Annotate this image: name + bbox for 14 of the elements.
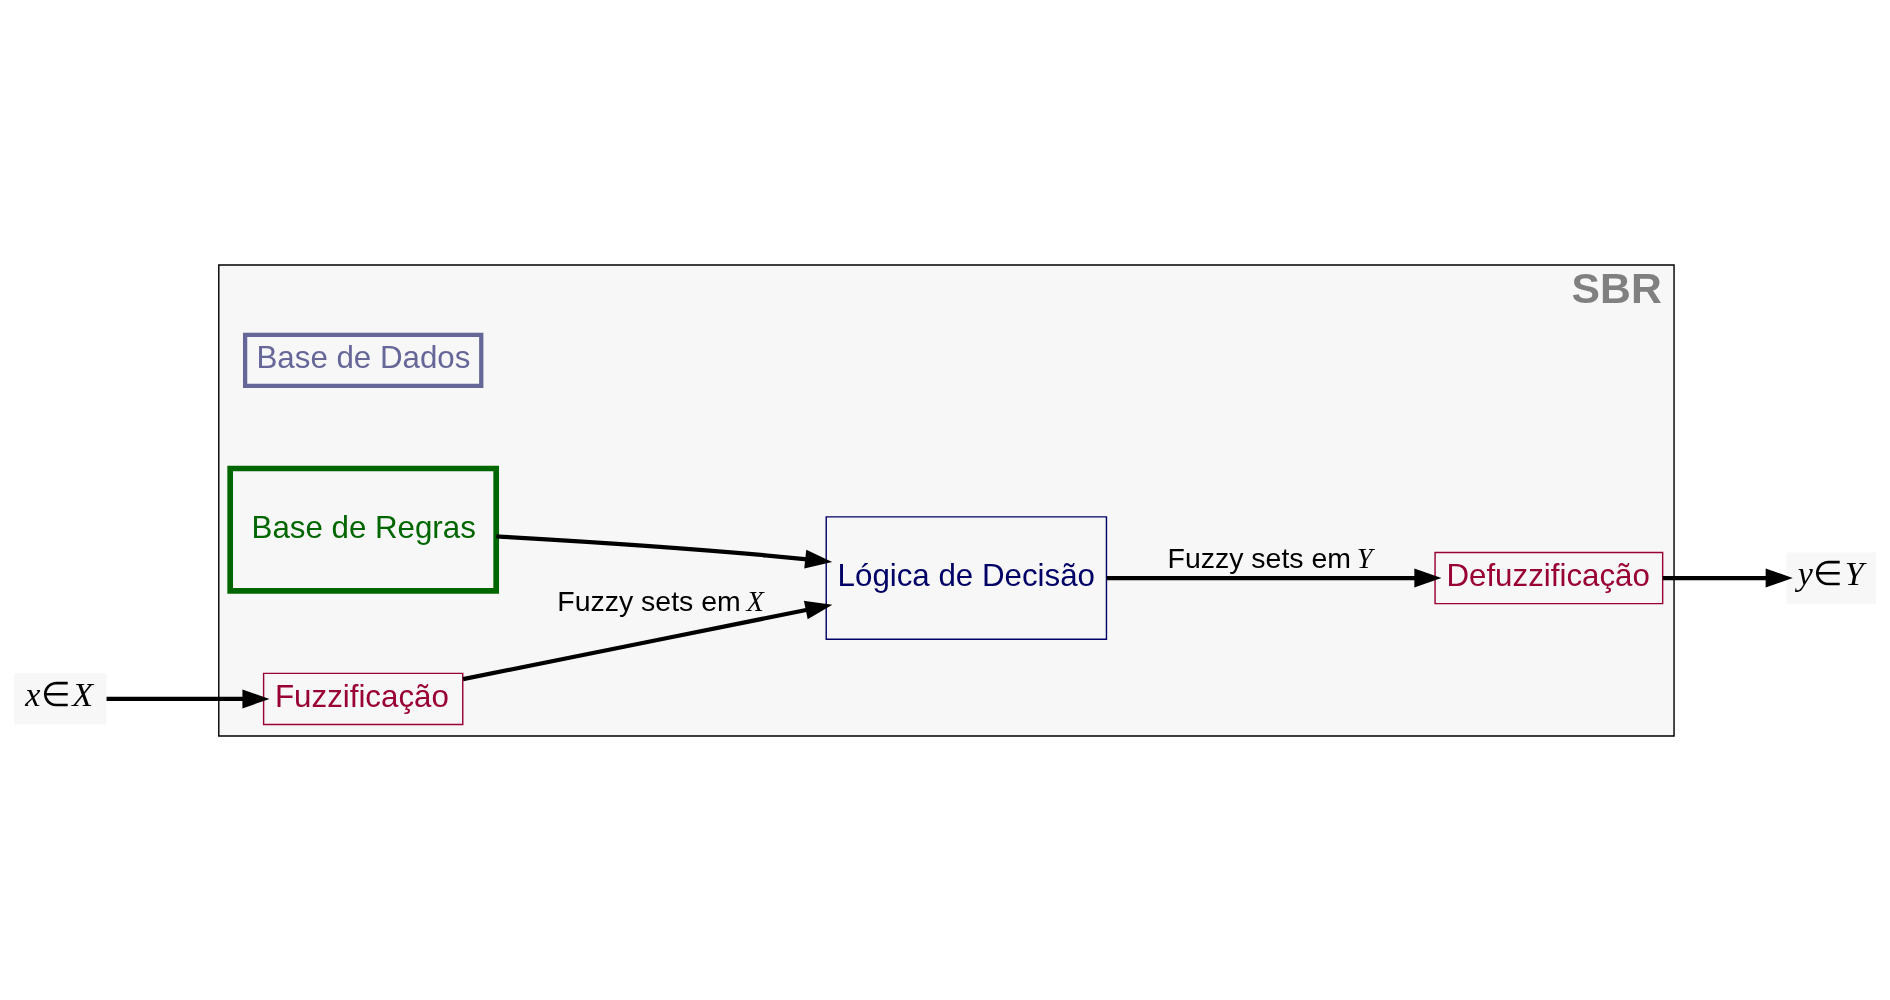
arrow [1662,568,1793,587]
node-box: Fuzzificação [262,672,464,725]
edge-label: Fuzzy sets em X [557,584,764,617]
node-box: Defuzzificação [1434,551,1664,604]
node-box: y∈Y [1786,551,1877,604]
node-box: Lógica de Decisão [825,515,1108,640]
edge-label: Fuzzy sets em Y [1167,541,1373,574]
arrow [106,688,270,708]
node-box: Base de Regras [227,465,500,594]
arrow [496,533,833,569]
node-box: x∈X [13,672,107,725]
node-box: Base de Dados [242,332,484,388]
arrow [1106,568,1442,587]
arrow [462,600,833,681]
